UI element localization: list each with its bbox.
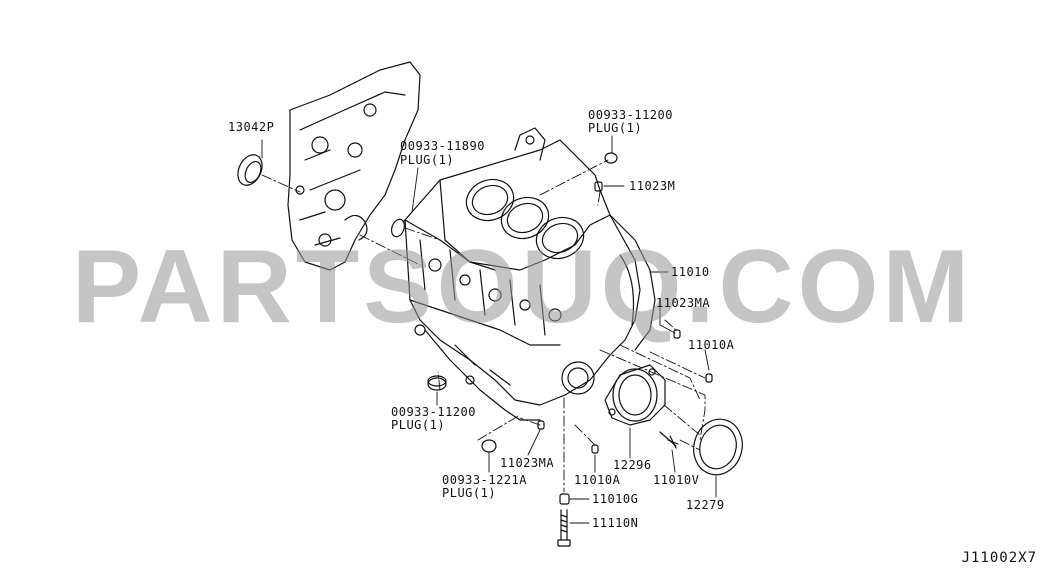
cylinder-block-11010-part[interactable] <box>389 127 656 421</box>
callout-11010V[interactable]: 11010V <box>653 473 700 487</box>
bolt-11110N-part[interactable] <box>557 509 571 547</box>
callout-11010G[interactable]: 11010G <box>592 492 639 506</box>
dowel-11023M-part[interactable] <box>594 181 603 192</box>
callout-11010A-right[interactable]: 11010A <box>688 338 735 352</box>
rear-oil-seal-12279-part[interactable] <box>688 414 749 481</box>
callout-12279[interactable]: 12279 <box>686 498 725 512</box>
callout-12296[interactable]: 12296 <box>613 458 652 472</box>
callout-11023MA-bottom[interactable]: 11023MA <box>500 456 555 470</box>
callout-11110N[interactable]: 11110N <box>592 516 639 530</box>
callout-00933-11200-top-plug: PLUG(1) <box>588 121 643 135</box>
callout-11010[interactable]: 11010 <box>671 265 710 279</box>
bolt-11010V-part[interactable] <box>659 431 679 449</box>
callout-13042P[interactable]: 13042P <box>228 120 275 134</box>
plug-00933-11200-top-part[interactable] <box>604 152 618 164</box>
washer-11010G-part[interactable] <box>559 493 570 505</box>
callout-00933-11200-top[interactable]: 00933-11200 <box>588 108 673 122</box>
callout-11010A-bottom[interactable]: 11010A <box>574 473 621 487</box>
dowel-11023MA-bottom-part[interactable] <box>537 420 545 430</box>
plug-00933-11200-bottom-part[interactable] <box>427 375 447 391</box>
diagram-reference-code: J11002X7 <box>961 550 1037 566</box>
plug-00933-1221A-part[interactable] <box>481 439 497 453</box>
callout-00933-11890[interactable]: 00933-11890 <box>400 139 485 153</box>
callout-00933-1221A[interactable]: 00933-1221A <box>442 473 527 487</box>
callout-00933-11200-bottom-plug: PLUG(1) <box>391 418 446 432</box>
callout-11023MA-right[interactable]: 11023MA <box>656 296 711 310</box>
dowel-11010A-right-part[interactable] <box>705 373 713 383</box>
dowel-11010A-bottom-part[interactable] <box>591 444 599 454</box>
seal-13042P-part[interactable] <box>233 151 266 189</box>
timing-cover-part[interactable] <box>287 61 421 271</box>
dowel-11023MA-right-part[interactable] <box>673 329 681 339</box>
callout-00933-11200-bottom[interactable]: 00933-11200 <box>391 405 476 419</box>
callout-00933-1221A-plug: PLUG(1) <box>442 486 497 500</box>
callout-00933-11890-plug: PLUG(1) <box>400 153 455 167</box>
oil-seal-retainer-12296-part[interactable] <box>604 364 666 426</box>
callout-11023M[interactable]: 11023M <box>629 179 676 193</box>
